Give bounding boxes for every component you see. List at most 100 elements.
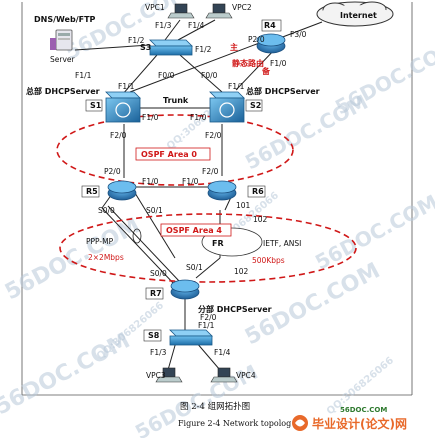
internet-cloud-icon [316,1,394,27]
port-label: S0/1 [186,263,203,272]
link-ppp-1 [101,207,176,286]
port-label: F1/3 [150,348,167,357]
port-label: F1/0 [190,113,207,122]
port-label: S0/1 [146,206,163,215]
ospf-area0-label: OSPF Area 0 [141,150,197,159]
s8-label-box [143,329,162,342]
ppp-bundle-marker [132,228,142,244]
vpc3-label: VPC3 [146,371,166,380]
r6-label-box [247,185,266,198]
port-label: F2/0 [205,131,222,140]
switch-s8-icon [169,329,213,346]
port-label: F3/0 [290,30,307,39]
port-label: F2/0 [202,167,219,176]
figure-caption-en: Figure 2-4 Network topolog [178,419,291,428]
port-label: 102 [234,267,249,276]
port-label: F1/0 [142,113,159,122]
primary-route-label: 主 [230,42,238,52]
fr-bandwidth-label: 500Kbps [252,256,285,265]
fr-label: FR [212,239,224,248]
port-label: F2/0 [110,131,127,140]
hq-dhcp-label-s2: 总部 DHCPServer [246,86,320,96]
port-label: F1/1 [228,82,245,91]
port-label: S0/0 [150,269,167,278]
figure-caption-cn: 图 2-4 组网拓扑图 [180,401,250,412]
link-s8-vpc3 [167,341,177,371]
ppp-mp-label: PPP-MP [86,237,114,246]
link-r4-internet [279,21,323,39]
ppp-bandwidth-label: 2×2Mbps [88,253,124,262]
r5-label-box [81,185,100,198]
port-label: F1/3 [155,21,172,30]
r7-label: R7 [150,289,162,298]
ospf-area4-label: OSPF Area 4 [166,226,222,235]
s1-label: S1 [90,101,102,110]
link-ppp-2 [107,205,181,283]
r4-label: R4 [264,21,276,30]
fr-standard-label: IETF, ANSI [263,239,301,248]
router-r7-icon [170,279,200,300]
port-label: 101 [236,201,251,210]
watermark-text: 56DOC.COM [331,35,435,120]
l3switch-s2-icon [209,91,245,123]
port-label: F0/0 [201,71,218,80]
ospf-area4-box [160,223,232,237]
router-r5-icon [107,180,137,201]
server-role-label: DNS/Web/FTP [34,15,96,24]
r7-label-box [145,287,164,300]
port-label: F2/0 [200,313,217,322]
server-label: Server [50,55,76,64]
s8-label: S8 [148,331,160,340]
router-r4-icon [256,33,286,54]
server-icon [50,29,73,51]
r6-label: R6 [252,187,264,196]
link-server-s3 [74,44,151,51]
port-label: F1/0 [270,59,287,68]
s1-label-box [85,99,103,112]
static-route-label: 静态路由 [232,58,264,68]
laptop-icon [210,367,238,383]
port-label: F1/1 [75,71,92,80]
vpc2-label: VPC2 [232,3,252,12]
vpc1-label: VPC1 [145,3,165,12]
port-label: P2/0 [248,35,265,44]
standby-route-label: 备 [261,66,271,76]
port-label: F1/0 [142,177,159,186]
branch-dhcp-label: 分部 DHCPServer [198,304,272,314]
vpc4-label: VPC4 [236,371,256,380]
links [74,19,323,371]
link-s3-s1 [121,54,158,96]
laptop-icon [167,3,195,19]
port-label: F1/4 [214,348,231,357]
port-label: F1/1 [198,321,215,330]
s3-label: S3 [140,43,151,52]
r5-label: R5 [86,187,98,196]
port-label: F0/0 [158,71,175,80]
link-s8-vpc4 [195,341,221,371]
port-label: P2/0 [104,167,121,176]
hq-dhcp-label-s1: 总部 DHCPServer [26,86,100,96]
link-r4-s1 [129,41,263,93]
brand-logo: 56DOC.COM 毕业设计(论文)网 [292,406,407,431]
port-label: F1/2 [128,36,145,45]
link-r5-r7-s01 [134,192,176,259]
switch-s3-icon [149,39,193,56]
trunk-label: Trunk [163,96,189,105]
port-label: 102 [253,215,268,224]
port-label: F1/1 [118,82,135,91]
port-label: F1/4 [188,21,205,30]
ospf-area0-box [135,147,211,161]
link-r4-s2 [235,47,277,91]
port-label: F1/2 [195,45,212,54]
link-vpc2-s3 [177,19,216,41]
laptop-icon [155,367,183,383]
ospf-area4-ring [59,213,357,283]
s2-label-box [245,99,263,112]
ospf-area0-ring [56,114,294,186]
l3switch-s1-icon [105,91,141,123]
link-fr-r7 [195,257,221,279]
laptop-icon [205,3,233,19]
